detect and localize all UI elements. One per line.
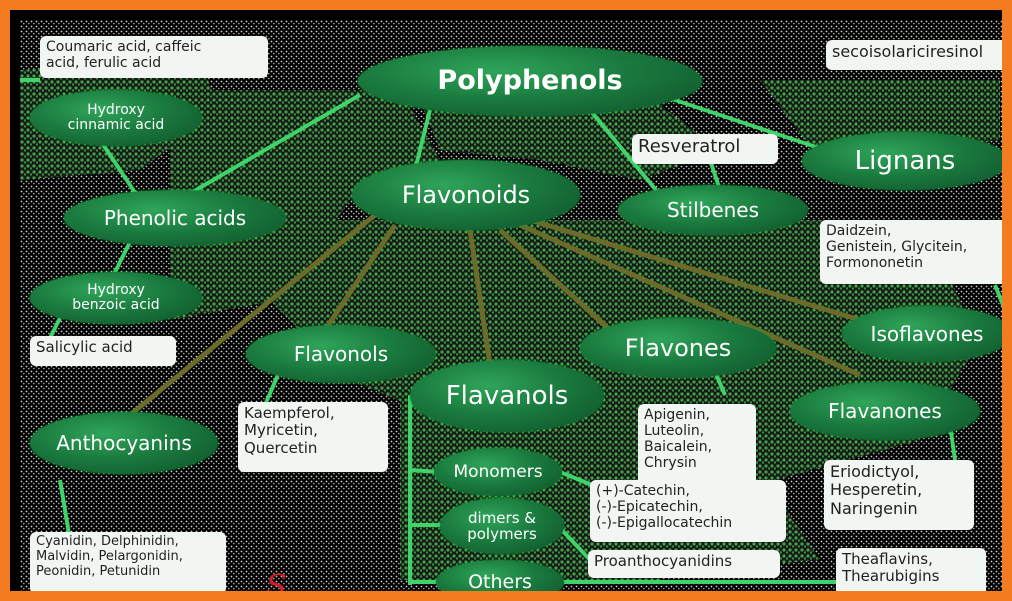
node-stilbenes: Stilbenes <box>618 185 808 235</box>
node-hydroxy-benzoic-acid: Hydroxy benzoic acid <box>30 272 202 324</box>
line-hydroxycinnamic-phenolic <box>98 138 142 202</box>
line-flavonoids-isoflavones <box>529 217 861 323</box>
box-theaflavins-thearubigins: Theaflavins, Thearubigins <box>836 548 986 591</box>
node-phenolic-acids: Phenolic acids <box>64 190 286 246</box>
box-proanthocyanidins: Proanthocyanidins <box>588 550 780 578</box>
line-monomers-catechins <box>559 470 593 487</box>
node-flavones: Flavones <box>580 318 776 378</box>
box-resveratrol: Resveratrol <box>632 134 778 164</box>
node-flavanols: Flavanols <box>410 360 604 432</box>
node-polyphenols: Polyphenols <box>358 46 702 116</box>
line-isoflavone-examples <box>993 284 1002 308</box>
node-flavonols: Flavonols <box>246 325 436 383</box>
diagram-canvas: S Polyphenols Flavonoids Phenolic acids … <box>20 20 1002 601</box>
box-coumaric-caffeic-ferulic: Coumaric acid, caffeic acid, ferulic aci… <box>40 36 268 78</box>
line-dimers-proanthocyanidins <box>558 526 594 564</box>
node-hydroxy-cinnamic-acid: Hydroxy cinnamic acid <box>30 90 202 146</box>
line-polyphenols-flavonoids <box>413 109 432 171</box>
box-flavone-examples: Apigenin, Luteolin, Baicalein, Chrysin <box>638 404 756 486</box>
line-polyphenols-stilbenes <box>588 108 662 197</box>
box-isoflavone-examples: Daidzein, Genistein, Glycitein, Formonon… <box>820 220 1002 284</box>
node-lignans: Lignans <box>802 132 1002 190</box>
node-isoflavones: Isoflavones <box>842 306 1002 362</box>
line-polyphenols-lignans <box>659 93 841 157</box>
box-catechins: (+)-Catechin, (-)-Epicatechin, (-)-Epiga… <box>590 480 786 542</box>
line-polyphenols-phenolic <box>168 93 362 207</box>
node-flavanones: Flavanones <box>790 382 980 440</box>
box-salicylic-acid: Salicylic acid <box>30 336 176 366</box>
line-anthocyanins-examples <box>58 479 72 541</box>
line-flavonoids-flavonols <box>322 223 398 332</box>
node-monomers: Monomers <box>434 448 562 496</box>
node-anthocyanins: Anthocyanins <box>30 412 218 474</box>
node-flavonoids: Flavonoids <box>352 160 580 230</box>
line-flavonoids-flavanones <box>518 222 862 378</box>
publisher-logo-icon: S <box>266 569 287 601</box>
box-anthocyanidin-examples: Cyanidin, Delphinidin, Malvidin, Pelargo… <box>30 532 226 591</box>
node-dimers-polymers: dimers & polymers <box>440 498 564 554</box>
box-flavanone-examples: Eriodictyol, Hesperetin, Naringenin <box>824 460 974 530</box>
box-flavonol-examples: Kaempferol, Myricetin, Quercetin <box>238 402 388 472</box>
line-hydroxybenzoic-salicylic <box>48 317 62 339</box>
line-flavonoids-anthocyanins <box>128 213 377 417</box>
box-secoisolariciresinol: secoisolariciresinol <box>826 40 1002 70</box>
svg-text:S: S <box>266 569 287 601</box>
line-flavonoids-flavanols <box>467 229 493 366</box>
line-flavonoids-flavones <box>498 228 612 332</box>
node-others: Others <box>436 560 564 591</box>
